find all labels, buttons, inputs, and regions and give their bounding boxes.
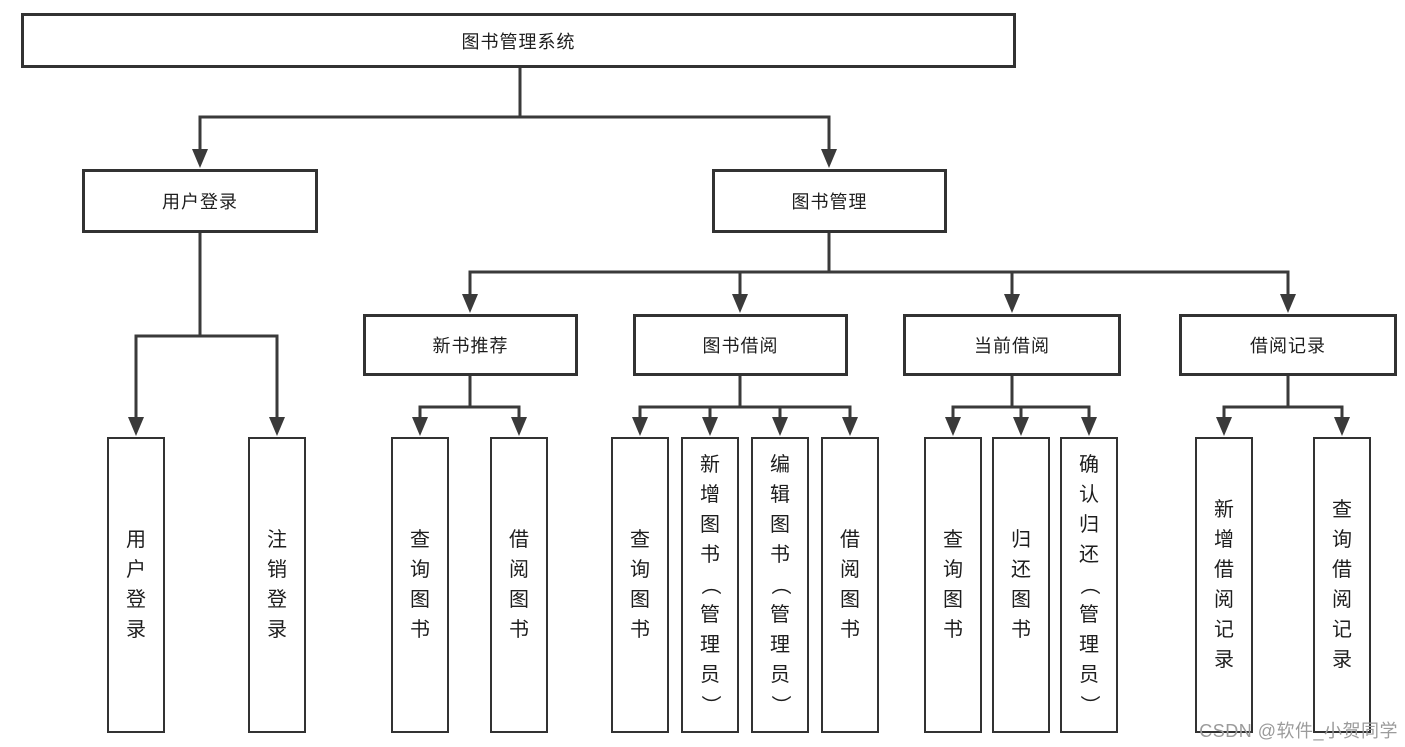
leaf-borrow-records-1: 查询借阅记录 [1313, 437, 1371, 733]
arrowhead [821, 149, 837, 168]
node-borrow-records: 借阅记录 [1179, 314, 1397, 376]
leaf-borrow-records-0: 新增借阅记录 [1195, 437, 1253, 733]
node-current-borrow: 当前借阅 [903, 314, 1121, 376]
leaf-book-borrow-0: 查询图书 [611, 437, 669, 733]
leaf-book-borrow-2: 编辑图书（管理员） [751, 437, 809, 733]
node-label-root: 图书管理系统 [461, 31, 576, 52]
node-label-book-mgmt: 图书管理 [791, 192, 868, 212]
leaf-book-borrow-3: 借阅图书 [821, 437, 879, 733]
leaf-user-login-0: 用户登录 [107, 437, 165, 733]
node-book-mgmt: 图书管理 [712, 169, 947, 233]
arrowhead [1334, 417, 1350, 436]
arrowhead [1004, 294, 1020, 313]
node-user-login: 用户登录 [82, 169, 318, 233]
leaf-current-borrow-2: 确认归还（管理员） [1060, 437, 1118, 733]
arrowhead [462, 294, 478, 313]
arrowhead [1013, 417, 1029, 436]
arrowhead [128, 417, 144, 436]
arrowhead [511, 417, 527, 436]
leaf-current-borrow-0: 查询图书 [924, 437, 982, 733]
arrowhead [1081, 417, 1097, 436]
node-label-user-login: 用户登录 [162, 192, 238, 212]
node-root: 图书管理系统 [21, 13, 1016, 68]
arrowhead [412, 417, 428, 436]
node-label-borrow-records: 借阅记录 [1250, 336, 1326, 356]
node-label-current-borrow: 当前借阅 [974, 336, 1050, 356]
connector-lines [134, 66, 1344, 425]
arrowhead [1216, 417, 1232, 436]
arrowhead [945, 417, 961, 436]
arrowhead [269, 417, 285, 436]
leaf-book-borrow-1: 新增图书（管理员） [681, 437, 739, 733]
arrowhead [1280, 294, 1296, 313]
arrowhead [632, 417, 648, 436]
node-new-books: 新书推荐 [363, 314, 578, 376]
node-label-new-books: 新书推荐 [432, 336, 509, 356]
watermark: CSDN @软件_小贺同学 [1199, 721, 1398, 741]
arrowhead [732, 294, 748, 313]
arrowhead [192, 149, 208, 168]
node-label-book-borrow: 图书借阅 [702, 336, 779, 356]
leaf-user-login-1: 注销登录 [248, 437, 306, 733]
arrowhead [842, 417, 858, 436]
leaf-new-books-0: 查询图书 [391, 437, 449, 733]
leaf-current-borrow-1: 归还图书 [992, 437, 1050, 733]
arrowhead [772, 417, 788, 436]
leaf-new-books-1: 借阅图书 [490, 437, 548, 733]
arrowhead [702, 417, 718, 436]
node-book-borrow: 图书借阅 [633, 314, 848, 376]
